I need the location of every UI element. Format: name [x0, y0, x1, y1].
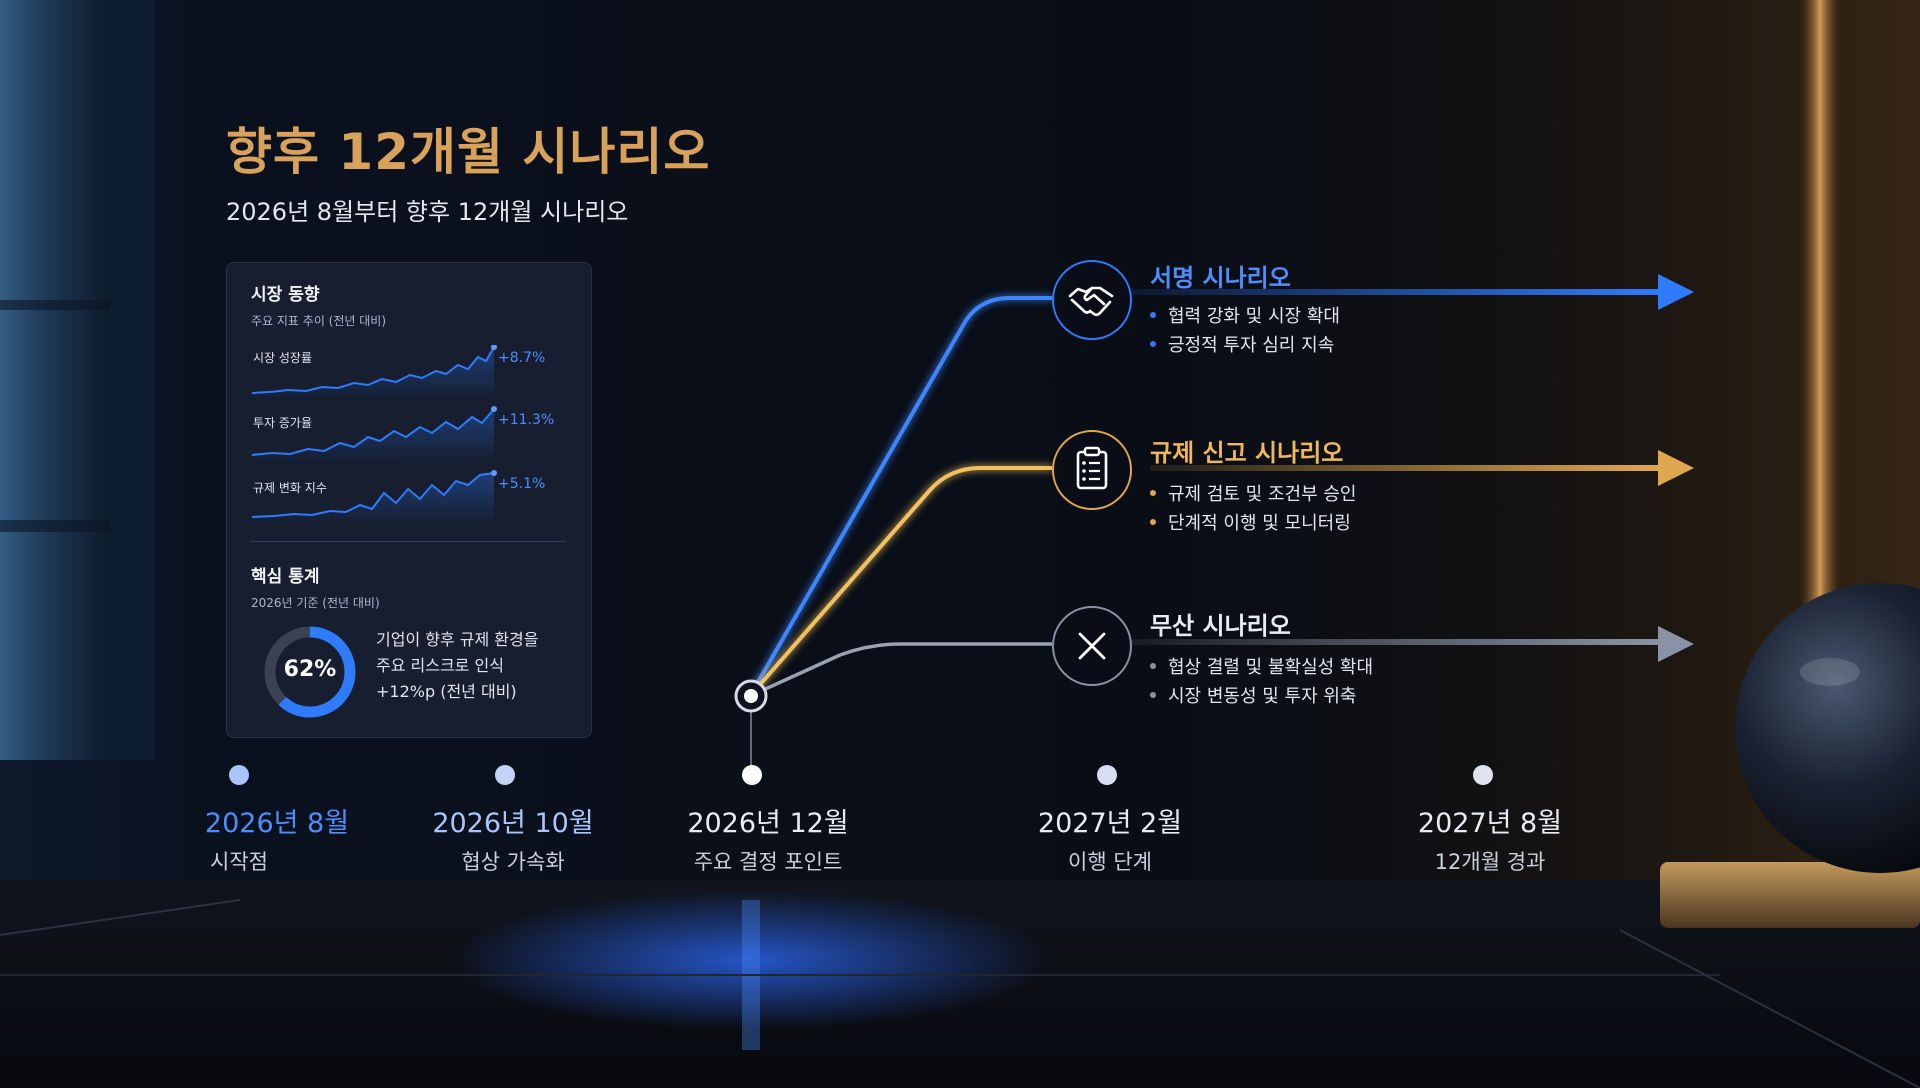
branch-failure — [749, 642, 1052, 698]
timeline-label: 12개월 경과 — [1434, 850, 1546, 874]
bullet-text: 단계적 이행 및 모니터링 — [1168, 513, 1351, 534]
scenario-title-sign: 서명 시나리오 — [1150, 264, 1291, 292]
x-close-icon — [1052, 606, 1132, 686]
trend-label-market-growth: 시장 성장률 — [253, 351, 313, 365]
stats-heading: 핵심 통계 — [251, 567, 320, 587]
arrow-sign — [1130, 274, 1694, 310]
timeline-date: 2026년 8월 — [204, 808, 350, 839]
decision-node-core — [744, 689, 758, 703]
sparkline-regulation-index — [251, 470, 497, 524]
trend-value-market-growth: +8.7% — [498, 350, 546, 366]
bullet-text: 시장 변동성 및 투자 위축 — [1168, 686, 1357, 707]
trend-value-regulation-index: +5.1% — [498, 476, 546, 492]
bullet-text: 협력 강화 및 시장 확대 — [1168, 306, 1340, 327]
timeline-date: 2026년 12월 — [687, 808, 849, 839]
panel-divider — [250, 541, 566, 542]
timeline-date: 2027년 2월 — [1037, 808, 1183, 839]
sparkline-market-growth — [251, 345, 497, 400]
timeline-date: 2026년 10월 — [432, 808, 594, 839]
donut-arc — [264, 626, 356, 718]
donut-value: 62% — [283, 657, 337, 682]
trend-label-investment-growth: 투자 증가율 — [253, 416, 313, 430]
timeline-dot — [495, 765, 515, 785]
timeline-dot — [1473, 765, 1493, 785]
stat-line: 주요 리스크로 인식 — [376, 656, 504, 675]
donut-chart — [264, 626, 356, 718]
page-subtitle: 2026년 8월부터 향후 12개월 시나리오 — [226, 198, 629, 226]
timeline-dot — [229, 765, 249, 785]
bullet-text: 긍정적 투자 심리 지속 — [1168, 335, 1335, 356]
market-subheading: 주요 지표 추이 (전년 대비) — [251, 314, 387, 328]
handshake-icon — [1052, 260, 1132, 340]
timeline-label: 협상 가속화 — [461, 850, 565, 874]
scenario-title-failure: 무산 시나리오 — [1150, 612, 1291, 640]
timeline-label: 시작점 — [210, 850, 268, 874]
sparklines — [251, 345, 497, 524]
trend-value-investment-growth: +11.3% — [498, 412, 555, 428]
timeline-label: 이행 단계 — [1068, 850, 1152, 874]
clipboard-icon — [1052, 430, 1132, 510]
branch-sign — [748, 296, 1052, 697]
branch-regulation — [748, 466, 1052, 698]
timeline-dot — [742, 765, 762, 785]
stat-description: 기업이 향후 규제 환경을 주요 리스크로 인식 +12%p (전년 대비) — [376, 627, 538, 705]
sparkline-investment-growth — [251, 406, 497, 462]
bullet-text: 협상 결렬 및 불확실성 확대 — [1168, 657, 1374, 678]
trend-label-regulation-index: 규제 변화 지수 — [253, 481, 327, 495]
scenario-bullets-regulation: 규제 검토 및 조건부 승인 단계적 이행 및 모니터링 — [1150, 480, 1357, 538]
timeline-date: 2027년 8월 — [1417, 808, 1563, 839]
stat-line: 기업이 향후 규제 환경을 — [376, 630, 539, 649]
market-heading: 시장 동향 — [251, 285, 320, 305]
page-title: 향후 12개월 시나리오 — [226, 123, 711, 181]
timeline-label: 주요 결정 포인트 — [693, 850, 843, 874]
scenario-title-regulation: 규제 신고 시나리오 — [1150, 439, 1344, 467]
stats-subheading: 2026년 기준 (전년 대비) — [251, 596, 380, 610]
timeline-dot — [1097, 765, 1117, 785]
arrow-failure — [1130, 626, 1694, 662]
bullet-text: 규제 검토 및 조건부 승인 — [1168, 484, 1357, 505]
scenario-bullets-failure: 협상 결렬 및 불확실성 확대 시장 변동성 및 투자 위축 — [1150, 653, 1373, 711]
scenario-bullets-sign: 협력 강화 및 시장 확대 긍정적 투자 심리 지속 — [1150, 302, 1340, 360]
arrow-regulation — [1150, 450, 1694, 486]
stat-line: +12%p (전년 대비) — [376, 682, 517, 701]
